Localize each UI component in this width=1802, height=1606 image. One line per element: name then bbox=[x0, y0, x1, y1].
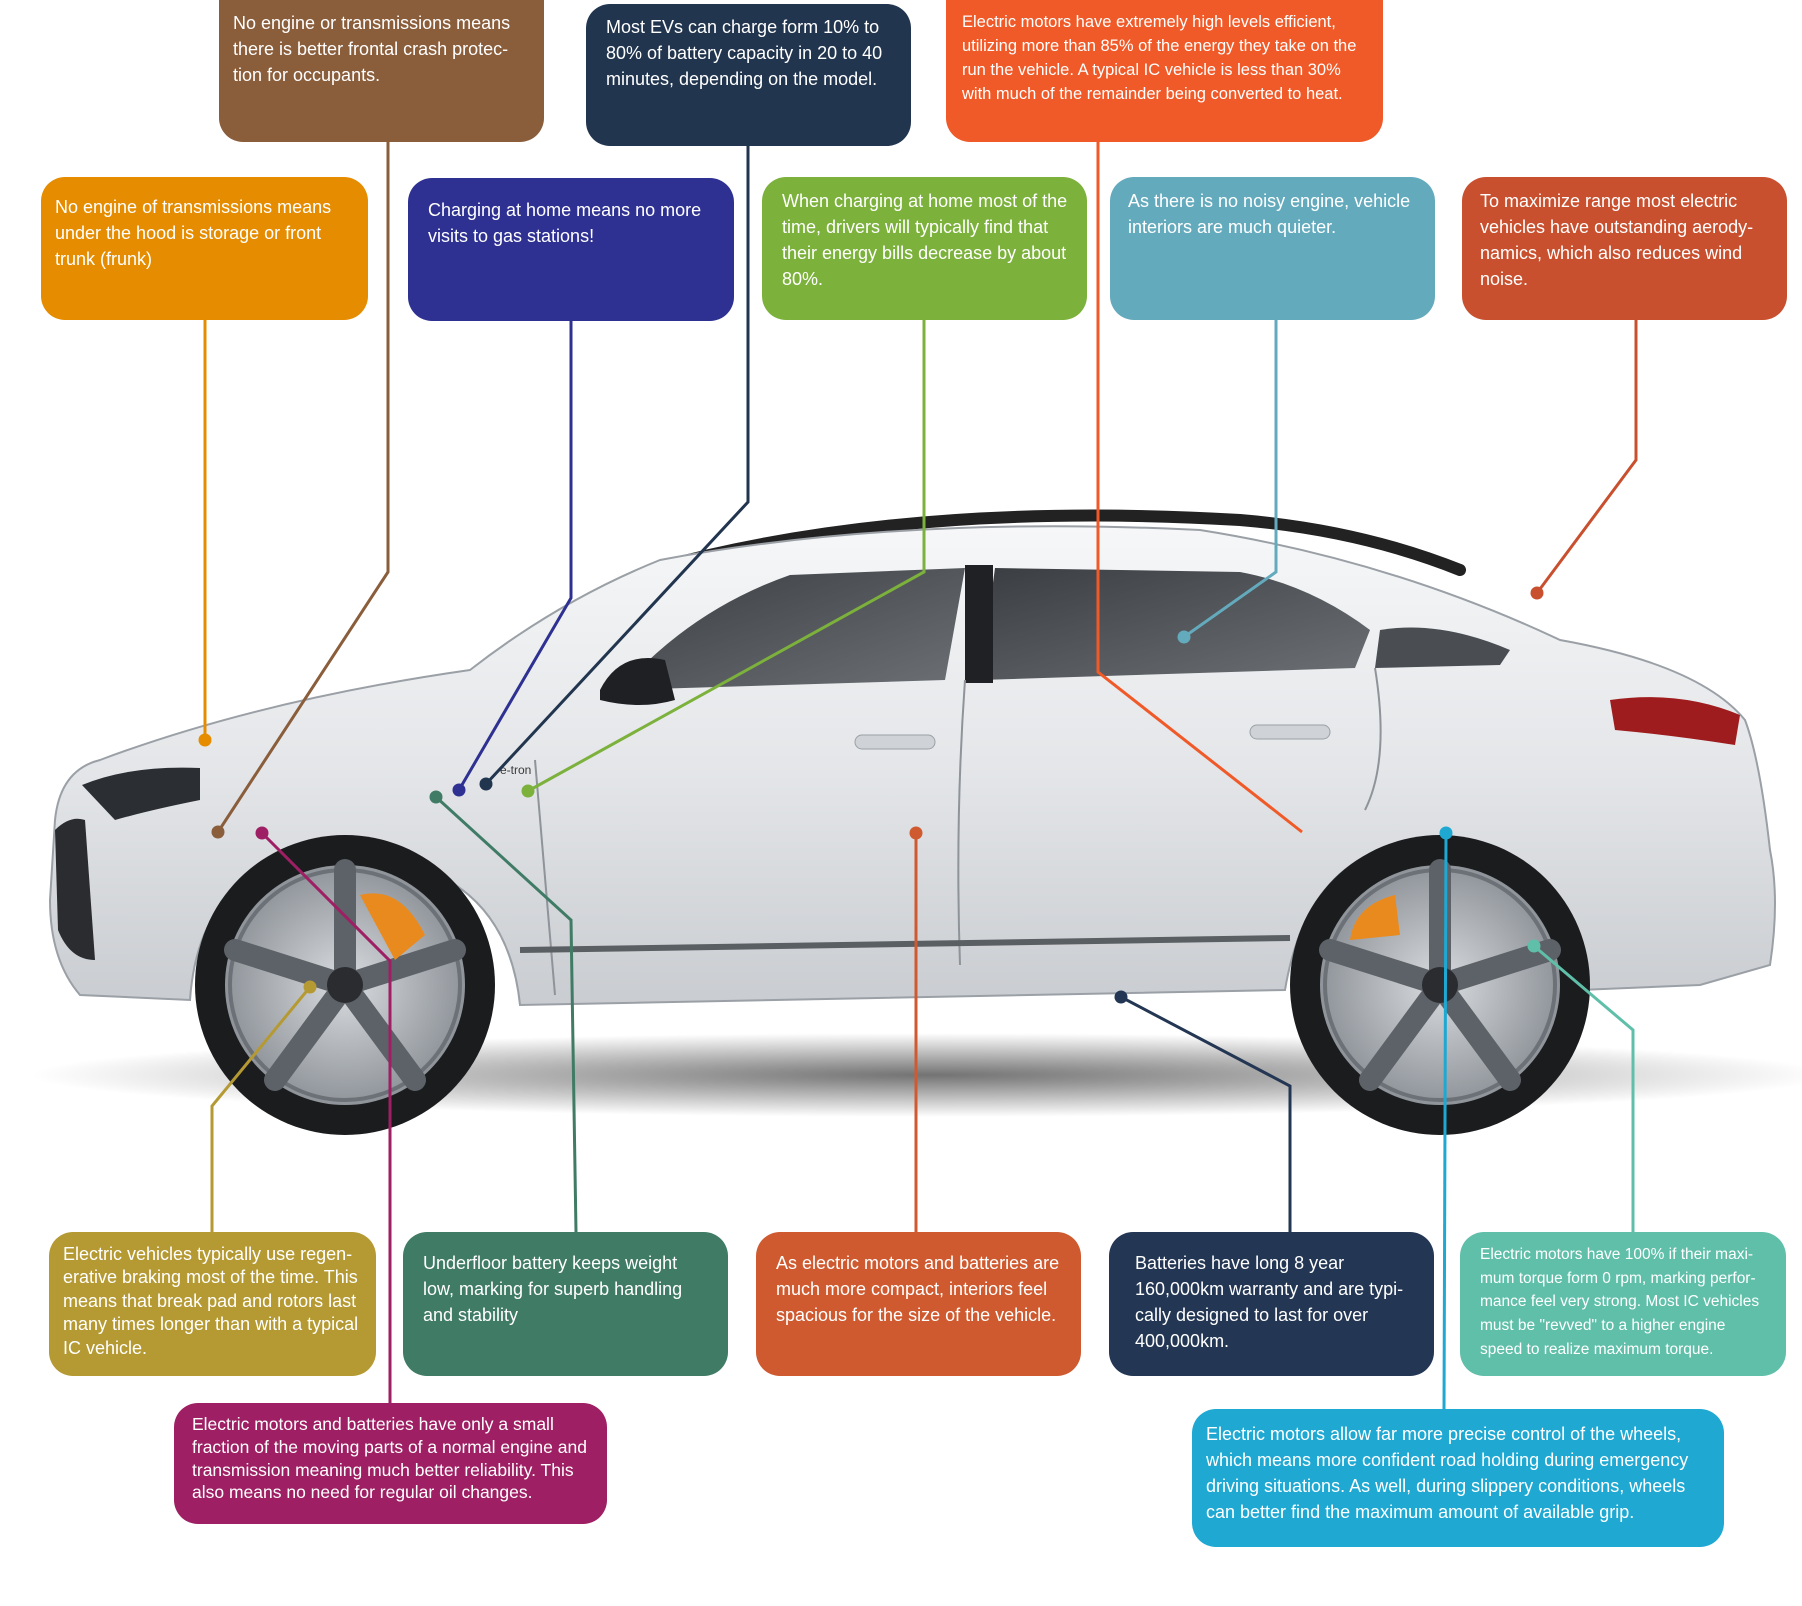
callout-quiet: As there is no noisy engine, vehicle int… bbox=[1110, 177, 1435, 320]
door-line-rear bbox=[1364, 667, 1382, 811]
callout-energy-bills-text: When charging at home most of the time, … bbox=[782, 191, 1068, 290]
callout-frunk: No engine of transmissions means under t… bbox=[41, 177, 368, 320]
callout-frontal-crash: No engine or transmissions means there i… bbox=[219, 0, 544, 142]
connector-charge-time bbox=[479, 143, 750, 791]
callout-charge-time: Most EVs can charge form 10% to 80% of b… bbox=[586, 4, 911, 146]
callout-regen-braking-text: Electric vehicles typically use regen-er… bbox=[63, 1244, 359, 1358]
callout-quiet-text: As there is no noisy engine, vehicle int… bbox=[1128, 191, 1411, 238]
connector-motor-efficiency bbox=[1096, 142, 1303, 834]
connector-home-charging bbox=[452, 321, 573, 797]
callout-spacious: As electric motors and batteries are muc… bbox=[756, 1232, 1081, 1376]
connector-frunk bbox=[198, 320, 212, 747]
callout-underfloor-battery-text: Underfloor battery keeps weight low, mar… bbox=[423, 1253, 683, 1326]
callout-frunk-text: No engine of transmissions means under t… bbox=[55, 197, 332, 270]
callout-torque: Electric motors have 100% if their maxi-… bbox=[1460, 1232, 1786, 1376]
callout-reliability: Electric motors and batteries have only … bbox=[174, 1403, 607, 1524]
connector-regen-braking bbox=[210, 980, 317, 1232]
callout-battery-warranty-text: Batteries have long 8 year 160,000km war… bbox=[1135, 1253, 1404, 1352]
callout-torque-text: Electric motors have 100% if their maxi-… bbox=[1480, 1246, 1760, 1358]
connector-torque bbox=[1527, 939, 1635, 1232]
connector-reliability bbox=[255, 826, 392, 1404]
connector-frontal-crash bbox=[211, 140, 390, 839]
headlight bbox=[82, 767, 200, 820]
connector-battery-warranty bbox=[1114, 990, 1292, 1232]
callout-aerodynamics: To maximize range most electric vehicles… bbox=[1462, 177, 1787, 320]
quarter-window bbox=[1375, 627, 1510, 668]
side-mirror bbox=[600, 658, 675, 705]
front-door-handle bbox=[854, 734, 936, 750]
callout-home-charging: Charging at home means no more visits to… bbox=[408, 178, 734, 321]
tail-light bbox=[1610, 697, 1740, 745]
callout-motor-efficiency-text: Electric motors have extremely high leve… bbox=[962, 13, 1357, 104]
callout-motor-efficiency: Electric motors have extremely high leve… bbox=[946, 0, 1383, 142]
callout-wheel-control-text: Electric motors allow far more precise c… bbox=[1206, 1424, 1689, 1523]
connector-aerodynamics bbox=[1530, 320, 1638, 600]
connector-energy-bills bbox=[521, 320, 926, 798]
connector-quiet bbox=[1177, 320, 1278, 644]
rear-wheel bbox=[1290, 835, 1590, 1135]
connector-wheel-control bbox=[1439, 826, 1453, 1411]
door-line-front bbox=[957, 679, 966, 966]
callout-regen-braking: Electric vehicles typically use regen-er… bbox=[49, 1232, 376, 1376]
front-grille bbox=[55, 818, 95, 960]
side-sill bbox=[519, 935, 1291, 953]
connector-spacious bbox=[909, 826, 923, 1232]
roof-rail bbox=[644, 509, 1466, 576]
callout-home-charging-text: Charging at home means no more visits to… bbox=[428, 200, 702, 247]
callout-energy-bills: When charging at home most of the time, … bbox=[762, 177, 1087, 320]
rear-door-handle bbox=[1249, 724, 1331, 740]
callout-charge-time-text: Most EVs can charge form 10% to 80% of b… bbox=[606, 17, 883, 90]
callout-wheel-control: Electric motors allow far more precise c… bbox=[1192, 1409, 1724, 1547]
callout-spacious-text: As electric motors and batteries are muc… bbox=[776, 1253, 1060, 1326]
callout-aerodynamics-text: To maximize range most electric vehicles… bbox=[1480, 191, 1754, 290]
front-wheel bbox=[195, 835, 495, 1135]
door-line-fender bbox=[534, 759, 556, 996]
side-badge: e-tron bbox=[500, 763, 531, 777]
callout-reliability-text: Electric motors and batteries have only … bbox=[192, 1414, 587, 1503]
callout-underfloor-battery: Underfloor battery keeps weight low, mar… bbox=[403, 1232, 728, 1376]
connector-underfloor-battery bbox=[429, 790, 578, 1233]
callout-battery-warranty: Batteries have long 8 year 160,000km war… bbox=[1109, 1232, 1434, 1376]
b-pillar bbox=[965, 565, 993, 683]
callout-frontal-crash-text: No engine or transmissions means there i… bbox=[233, 13, 511, 86]
rear-window bbox=[980, 568, 1370, 680]
